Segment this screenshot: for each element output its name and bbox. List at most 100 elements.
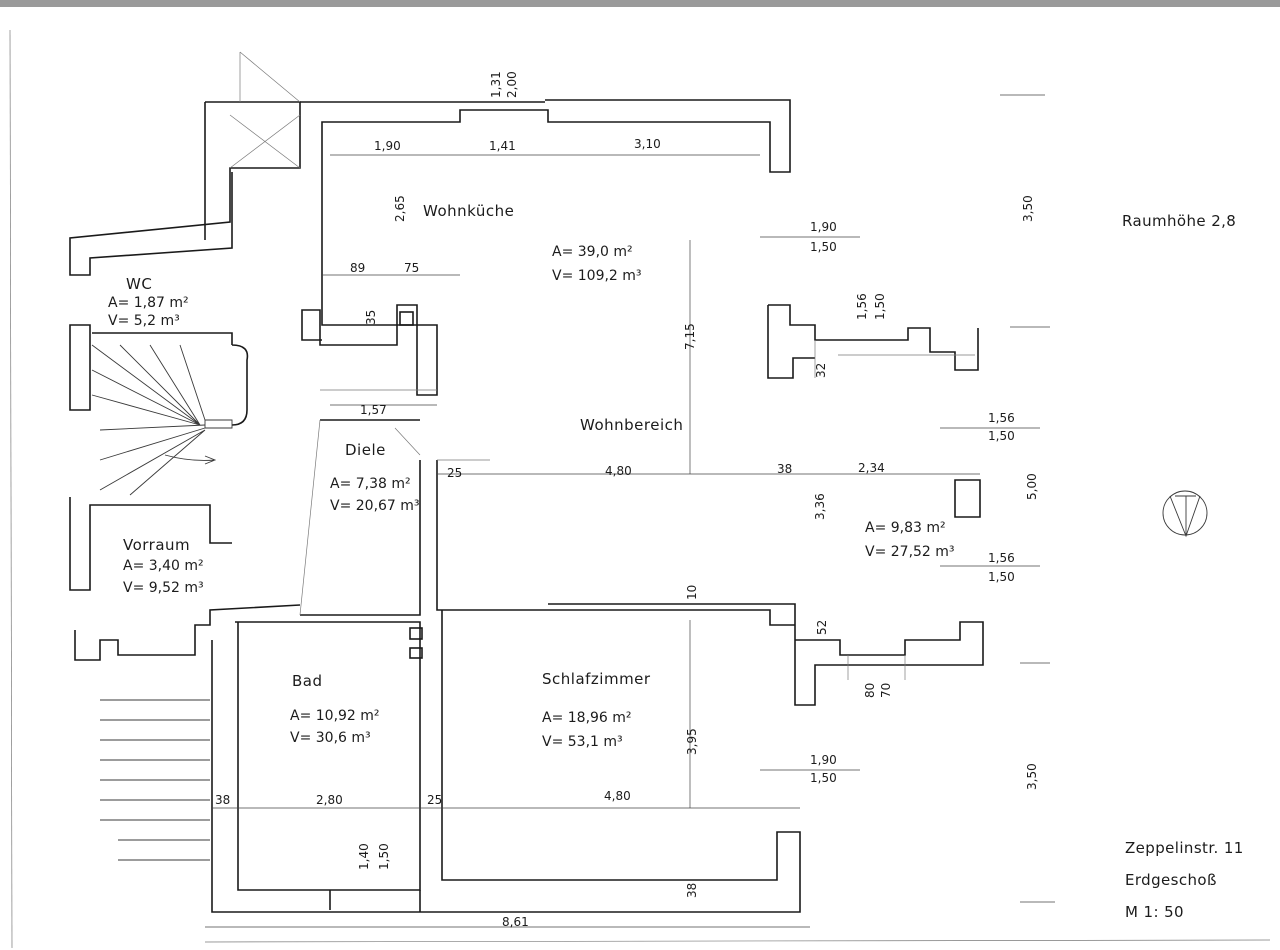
dim-label: 3,10 [634,137,661,151]
floor-name: Erdgeschoß [1125,871,1217,889]
dim-label: 38 [215,793,230,807]
dim-label: 1,50 [810,240,837,254]
dim-label: 3,95 [685,728,699,755]
room-volume: V= 53,1 m³ [542,734,623,750]
room-area: A= 7,38 m² [330,476,411,492]
north-arrow-circle [1162,490,1208,536]
room-name: Wohnbereich [580,416,683,434]
shaft-cross [229,114,301,169]
scale: M 1: 50 [1125,903,1184,921]
dim-label: 8,61 [502,915,529,929]
dim-label: 5,00 [1025,473,1039,500]
dim-label: 1,50 [810,771,837,785]
address: Zeppelinstr. 11 [1125,839,1244,857]
paper-sheet [0,7,1280,950]
room-wc: WC A= 1,87 m² V= 5,2 m³ [108,275,189,329]
wall-bad [235,621,421,891]
dim-label: 2,65 [393,195,407,222]
ceiling-height: Raumhöhe 2,8 [1122,212,1236,230]
plan-details [229,51,1208,680]
dim-label: 1,56 [988,551,1015,565]
dim-label: 1,57 [360,403,387,417]
dim-label: 1,40 [357,843,371,870]
dim-label: 80 [863,683,877,698]
wall-kitchen-top [300,99,791,396]
room-bad: Bad A= 10,92 m² V= 30,6 m³ [290,672,380,746]
dim-label: 25 [427,793,442,807]
room-area: A= 1,87 m² [108,295,189,311]
dim-label: 10 [685,585,699,600]
wall-bad-door [329,890,421,912]
dim-label: 7,15 [683,323,697,350]
room-volume: V= 27,52 m³ [865,544,955,560]
room-volume: V= 30,6 m³ [290,730,371,746]
wall-window-pier [954,479,981,518]
dim-label: 32 [814,363,828,378]
room-name: Wohnküche [423,202,514,220]
room-name: Vorraum [123,536,190,554]
dim-label: 1,90 [810,753,837,767]
dim-label: 3,50 [1021,195,1035,222]
dim-label: 2,00 [505,71,519,98]
dim-label: 1,41 [489,139,516,153]
room-area: A= 3,40 m² [123,558,204,574]
dim-label: 1,50 [988,429,1015,443]
wall-vorraum [69,497,232,591]
room-name: Bad [292,672,323,690]
diele-door [299,419,421,616]
wall-vorraum-bottom [74,604,301,661]
dim-label: 70 [879,683,893,698]
bottom-line [204,939,1271,943]
dim-label: 3,50 [1025,763,1039,790]
dim-label: 52 [815,620,829,635]
staircase [91,344,233,861]
dim-label: 38 [685,883,699,898]
room-volume: V= 9,52 m³ [123,580,204,596]
margin-line [9,29,13,949]
chimney-3 [409,647,423,659]
room-area: A= 39,0 m² [552,244,633,260]
room-name: Diele [345,441,386,459]
dim-label: 35 [364,310,378,325]
dim-label: 1,50 [988,570,1015,584]
stair-landing [204,419,233,429]
chimney-2 [409,627,423,640]
room-wohnkueche: Wohnküche A= 39,0 m² V= 109,2 m³ [423,202,642,284]
window-frames [814,340,975,680]
dim-label: 1,31 [489,71,503,98]
dim-label: 1,56 [988,411,1015,425]
dim-label: 2,80 [316,793,343,807]
dim-label: 4,80 [604,789,631,803]
dim-label: 4,80 [605,464,632,478]
dim-label: 1,50 [873,293,887,320]
dim-label: 38 [777,462,792,476]
room-area: A= 9,83 m² [865,520,946,536]
room-volume: V= 5,2 m³ [108,313,180,329]
dimension-labels: 1,31 2,00 1,90 1,41 3,10 2,65 3,50 1,90 … [215,71,1039,929]
dim-label: 1,90 [374,139,401,153]
dim-label: 89 [350,261,365,275]
dim-label: 3,36 [813,493,827,520]
dim-label: 75 [404,261,419,275]
dimension-lines [205,94,1055,928]
room-volume: V= 109,2 m³ [552,268,642,284]
dim-label: 1,50 [377,843,391,870]
dim-label: 2,34 [858,461,885,475]
room-volume: V= 20,67 m³ [330,498,420,514]
top-left-diagonal [239,51,301,103]
scan-top-edge [0,0,1280,7]
dim-label: 25 [447,466,462,480]
stair-treads [91,344,206,496]
dim-guides [320,389,490,461]
wall-bay-upper [767,304,979,379]
room-schlafzimmer: Schlafzimmer A= 18,96 m² V= 53,1 m³ [542,670,651,750]
room-wohnbereich: Wohnbereich A= 9,83 m² V= 27,52 m³ [580,416,955,560]
room-name: Schlafzimmer [542,670,651,688]
wall-wc-top [69,101,301,276]
wall-diele [300,419,421,616]
room-area: A= 10,92 m² [290,708,380,724]
room-name: WC [126,275,152,293]
wall-bedroom [211,460,984,913]
entrance-steps [100,699,210,861]
